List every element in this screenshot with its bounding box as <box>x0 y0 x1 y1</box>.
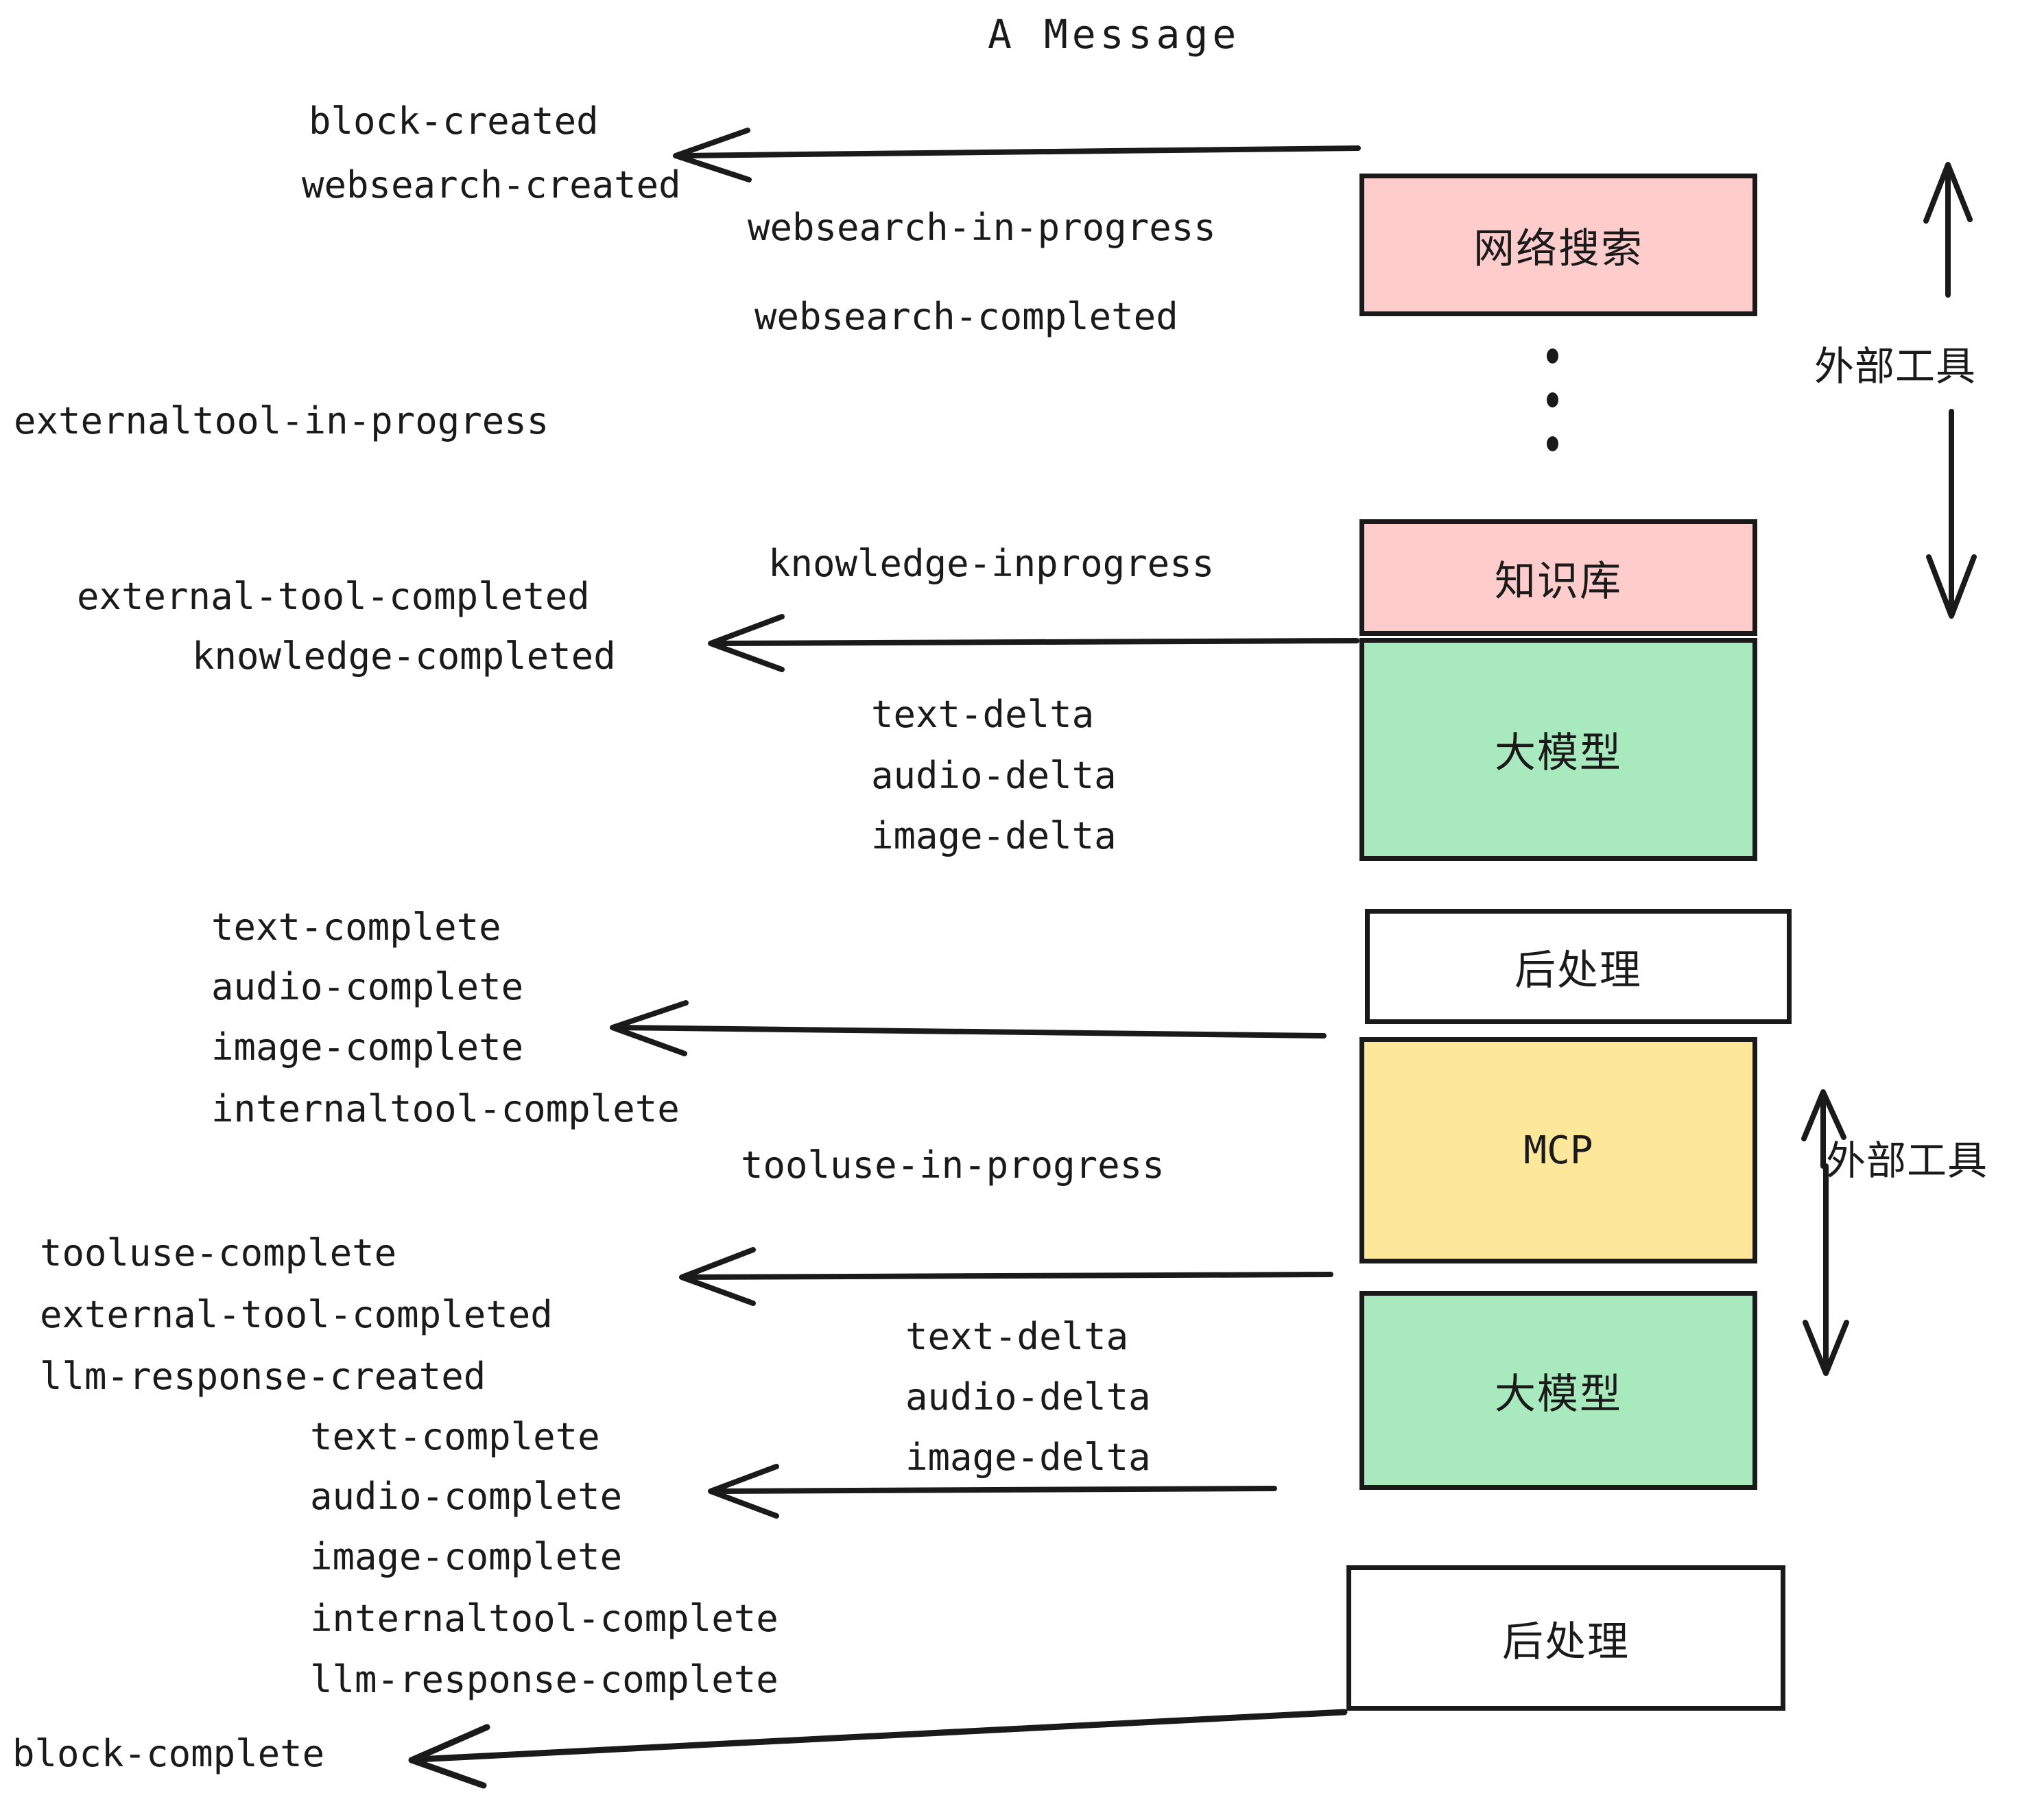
box-label: 后处理 <box>1502 1617 1630 1666</box>
event-label-image-complete-2: image-complete <box>310 1535 623 1578</box>
box-label: 大模型 <box>1495 1370 1622 1419</box>
event-label-audio-complete-2: audio-complete <box>310 1475 623 1518</box>
event-label-internaltool-complete-2: internaltool-complete <box>310 1597 779 1640</box>
event-label-text-complete-2: text-complete <box>310 1415 600 1458</box>
event-label-audio-delta-2: audio-delta <box>905 1375 1151 1419</box>
arrow-postprocess-to-block-complete <box>408 1709 1348 1789</box>
box-label: 大模型 <box>1495 729 1622 777</box>
event-label-text-complete-1: text-complete <box>211 905 501 949</box>
event-label-knowledge-inprogress: knowledge-inprogress <box>768 542 1215 585</box>
ellipsis-dot <box>1547 348 1558 364</box>
box-postprocess-first[interactable]: 后处理 <box>1365 909 1792 1024</box>
event-label-tooluse-in-progress: tooluse-in-progress <box>741 1143 1165 1187</box>
event-label-image-delta-1: image-delta <box>871 814 1117 857</box>
box-websearch[interactable]: 网络搜索 <box>1359 174 1757 316</box>
arrow-postprocess-to-image-complete <box>610 1000 1327 1056</box>
box-label: 网络搜索 <box>1473 224 1643 273</box>
event-label-llm-response-created: llm-response-created <box>40 1355 486 1398</box>
box-mcp[interactable]: MCP <box>1359 1037 1757 1263</box>
event-label-audio-delta-1: audio-delta <box>871 754 1117 797</box>
event-label-external-tool-completed-2: external-tool-completed <box>40 1293 553 1336</box>
event-label-internaltool-complete-1: internaltool-complete <box>211 1087 680 1130</box>
event-label-tooluse-complete: tooluse-complete <box>40 1231 397 1274</box>
event-label-externaltool-in-progress: externaltool-in-progress <box>14 399 549 442</box>
page-title: A Message <box>988 11 1241 58</box>
external-tools-label-top: 外部工具 <box>1814 343 1977 390</box>
event-label-llm-response-complete: llm-response-complete <box>310 1658 779 1701</box>
arrow-knowledge-to-completed <box>708 614 1359 672</box>
vertical-ellipsis-icon <box>1547 348 1558 451</box>
event-label-text-delta-2: text-delta <box>905 1315 1129 1358</box>
box-label: 后处理 <box>1514 946 1642 995</box>
box-label: MCP <box>1523 1128 1593 1173</box>
ellipsis-dot <box>1547 392 1558 407</box>
event-label-image-delta-2: image-delta <box>905 1436 1151 1479</box>
event-label-websearch-in-progress: websearch-in-progress <box>748 206 1216 249</box>
event-label-websearch-created: websearch-created <box>302 163 681 206</box>
box-llm-second[interactable]: 大模型 <box>1359 1291 1757 1490</box>
box-llm-first[interactable]: 大模型 <box>1359 638 1757 861</box>
event-label-image-complete-1: image-complete <box>211 1025 524 1069</box>
event-label-block-created: block-created <box>309 99 599 143</box>
ellipsis-dot <box>1547 436 1558 451</box>
event-label-websearch-completed: websearch-completed <box>754 295 1178 338</box>
event-label-external-tool-completed-1: external-tool-completed <box>77 575 590 618</box>
arrow-websearch-to-created <box>673 128 1361 182</box>
event-label-audio-complete-1: audio-complete <box>211 965 524 1008</box>
arrow-mcp-to-tooluse-complete <box>679 1247 1333 1306</box>
box-knowledgebase[interactable]: 知识库 <box>1359 519 1757 636</box>
event-label-block-complete: block-complete <box>12 1732 325 1775</box>
box-label: 知识库 <box>1495 557 1622 606</box>
external-tools-label-bottom: 外部工具 <box>1826 1137 1988 1184</box>
event-label-text-delta-1: text-delta <box>871 693 1095 736</box>
event-label-knowledge-completed: knowledge-completed <box>192 634 616 678</box>
box-postprocess-second[interactable]: 后处理 <box>1346 1565 1785 1711</box>
